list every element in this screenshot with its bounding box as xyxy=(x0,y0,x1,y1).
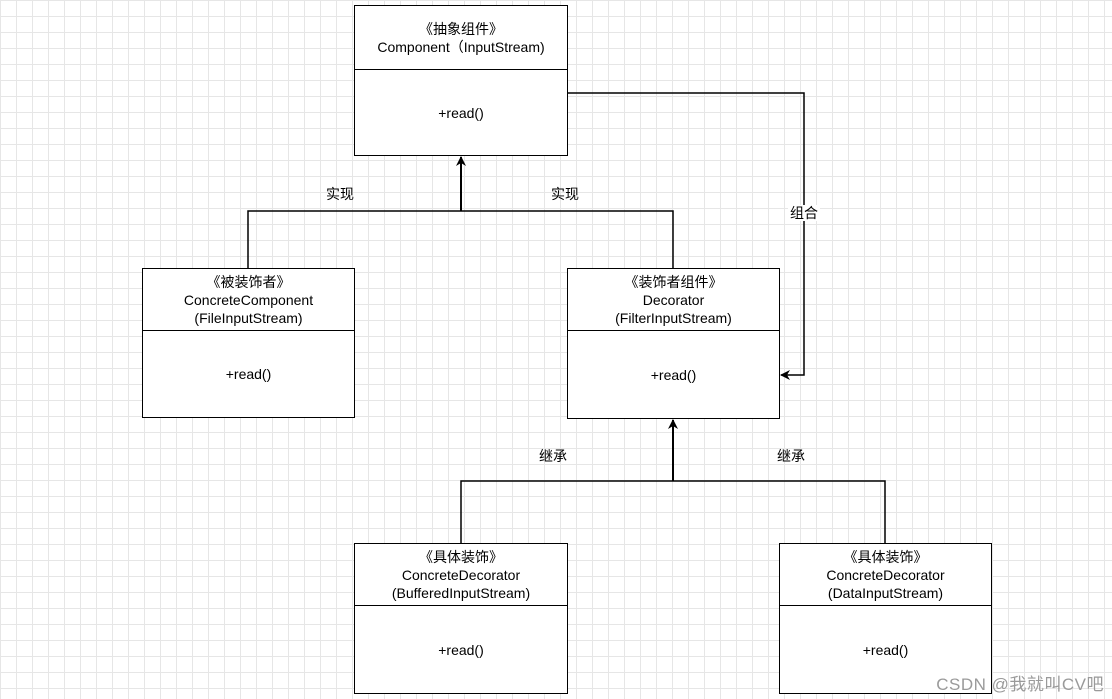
composition-label: 组合 xyxy=(788,205,820,221)
component-name: Component（InputStream) xyxy=(377,38,545,55)
decorator-class-header: 《装饰者组件》 Decorator (FilterInputStream) xyxy=(568,269,779,331)
implements-label-left: 实现 xyxy=(326,186,354,202)
decorator-read-method: +read() xyxy=(650,366,697,383)
buffered-decorator-stereotype: 《具体装饰》 xyxy=(419,548,503,565)
buffered-decorator-read-method: +read() xyxy=(438,641,484,658)
component-class-box: 《抽象组件》 Component（InputStream) +read() xyxy=(354,5,568,156)
buffered-decorator-name: ConcreteDecorator xyxy=(401,566,521,583)
buffered-decorator-methods: +read() xyxy=(355,606,567,693)
component-read-method: +read() xyxy=(438,104,484,121)
concrete-component-impl: (FileInputStream) xyxy=(194,309,303,326)
decorator-class-box: 《装饰者组件》 Decorator (FilterInputStream) +r… xyxy=(567,268,780,419)
component-methods: +read() xyxy=(355,70,567,155)
inherits-label-left: 继承 xyxy=(539,448,567,464)
implements-connector xyxy=(247,210,674,268)
concrete-component-read-method: +read() xyxy=(225,366,272,382)
buffered-decorator-impl: (BufferedInputStream) xyxy=(391,584,531,601)
data-decorator-class-box: 《具体装饰》 ConcreteDecorator (DataInputStrea… xyxy=(779,543,992,694)
component-class-header: 《抽象组件》 Component（InputStream) xyxy=(355,6,567,70)
csdn-watermark: CSDN @我就叫CV吧 xyxy=(936,675,1104,694)
concrete-component-class-box: 《被装饰者》 ConcreteComponent (FileInputStrea… xyxy=(142,268,355,418)
decorator-methods: +read() xyxy=(568,331,779,418)
data-decorator-name: ConcreteDecorator xyxy=(826,566,945,583)
decorator-stereotype: 《装饰者组件》 xyxy=(624,273,723,290)
component-stereotype: 《抽象组件》 xyxy=(419,20,503,37)
buffered-decorator-class-header: 《具体装饰》 ConcreteDecorator (BufferedInputS… xyxy=(355,544,567,606)
inherits-label-right: 继承 xyxy=(777,448,805,464)
decorator-impl: (FilterInputStream) xyxy=(615,309,732,326)
concrete-component-class-header: 《被装饰者》 ConcreteComponent (FileInputStrea… xyxy=(143,269,354,331)
data-decorator-methods: +read() xyxy=(780,606,991,693)
data-decorator-stereotype: 《具体装饰》 xyxy=(843,548,928,565)
data-decorator-class-header: 《具体装饰》 ConcreteDecorator (DataInputStrea… xyxy=(780,544,991,606)
implements-label-right: 实现 xyxy=(551,186,579,202)
decorator-name: Decorator xyxy=(642,291,705,308)
data-decorator-read-method: +read() xyxy=(862,641,909,658)
concrete-component-name: ConcreteComponent xyxy=(183,291,314,308)
inherits-connector xyxy=(460,480,886,544)
concrete-component-stereotype: 《被装饰者》 xyxy=(206,273,291,290)
data-decorator-impl: (DataInputStream) xyxy=(827,584,944,601)
concrete-component-methods: +read() xyxy=(143,331,354,417)
composition-connector xyxy=(568,92,805,380)
buffered-decorator-class-box: 《具体装饰》 ConcreteDecorator (BufferedInputS… xyxy=(354,543,568,694)
